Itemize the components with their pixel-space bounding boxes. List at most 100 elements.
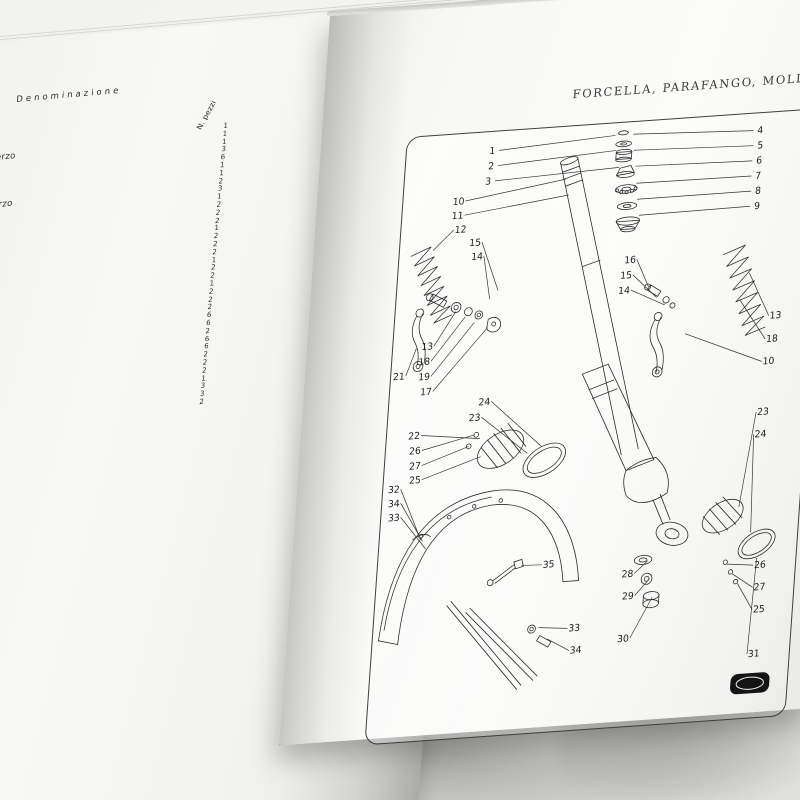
callout-leader-line [636,175,752,184]
callout-number: 27 [409,461,422,473]
callout-number: 24 [754,429,767,441]
callout-leader-line [632,274,657,298]
callout-leader-line [547,638,570,651]
right-page: FORCELLA, PARAFANGO, MOLLEGGIO [278,0,800,746]
callout-leader-line [400,503,423,542]
callout-number: 3 [485,176,492,188]
callout-number: 7 [755,170,762,182]
callout-number: 31 [747,648,760,660]
callout-leader-line [634,560,649,574]
fender-stays [446,601,552,690]
callout-number: 5 [757,140,764,152]
callout-leader-line [739,299,766,340]
parts-list-header: Denominazione [15,85,122,105]
callout-number: 10 [452,196,465,208]
cover-plates-right [701,496,776,585]
callout-number: 34 [388,498,401,510]
callout-leader-line [638,205,751,216]
steering-bearing-stack [615,130,641,233]
cover-plates-left [465,423,566,478]
callout-leader-line [405,348,417,377]
coil-spring-right [723,244,766,336]
callout-number: 4 [757,125,764,137]
callout-number: 22 [408,431,421,443]
callout-number: 9 [754,201,761,213]
callout-leader-line [421,446,469,466]
callout-leader-line [421,456,481,480]
fender-bolt [486,558,524,587]
callout-number: 24 [478,397,491,409]
callout-number: 14 [471,251,484,263]
qty-value: 2 [198,397,205,407]
callout-number: 13 [769,310,782,322]
callout-number: 1 [489,146,496,158]
parts-list: tro sterzoregistro sterzogistro sterzosc… [0,100,184,413]
callout-leader-line [633,130,754,135]
callout-number: 35 [542,559,555,571]
callout-number: 28 [621,569,634,581]
callout-leader-line [421,434,475,451]
callout-number: 33 [568,623,581,635]
callout-leader-line [430,316,466,362]
callout-number: 32 [388,484,401,496]
callout-leader-line [637,190,752,200]
callout-leader-line [433,311,457,347]
callout-number: 12 [454,224,467,236]
callout-leader-line [464,194,569,216]
callout-number: 18 [766,333,779,345]
callout-leader-line [684,333,762,362]
front-fender [378,489,579,645]
callout-leader-line [630,289,665,306]
callout-number: 29 [622,591,635,603]
callout-layer: 1231011121514131819172124232226272532343… [388,125,782,660]
callout-number: 11 [451,210,464,222]
callout-leader-line [483,255,490,300]
callout-leader-line [499,135,616,151]
callout-number: 14 [618,285,631,297]
callout-leader-line [634,578,650,596]
callout-leader-line [400,489,420,536]
callout-leader-line [727,563,754,566]
callout-leader-line [737,583,753,610]
callout-number: 33 [388,513,401,525]
callout-number: 8 [755,186,762,198]
callout-number: 17 [420,387,433,399]
callout-number: 15 [620,270,633,282]
callout-number: 2 [488,161,495,173]
right-link-lever [644,283,676,378]
callout-leader-line [481,416,528,454]
callout-leader-line [749,272,770,316]
qty-column-header: N. pezzi [194,99,218,131]
callout-number: 13 [421,341,434,353]
callout-number: 23 [468,412,481,424]
exploded-diagram: 1231011121514131819172124232226272532343… [378,125,782,695]
lower-small-parts [633,554,660,609]
callout-number: 30 [617,633,630,645]
callout-number: 21 [393,371,406,383]
callout-number: 34 [569,645,582,657]
callout-number: 27 [753,582,766,594]
callout-leader-line [490,401,542,447]
callout-number: 16 [624,255,637,267]
callout-leader-line [420,435,480,439]
callout-leader-line [635,160,753,167]
callout-leader-line [498,150,617,166]
callout-leader-line [732,573,753,588]
page-title: FORCELLA, PARAFANGO, MOLLEGGIO [572,67,800,102]
left-link-lever [411,308,426,372]
callout-number: 10 [762,356,775,368]
callout-leader-line [633,145,754,151]
brand-badge [730,672,770,695]
callout-leader-line [521,564,542,566]
fork-steering-tube [560,156,689,546]
callout-leader-line [738,412,757,507]
callout-leader-line [746,558,757,655]
callout-leader-line [750,434,754,533]
callout-number: 6 [756,155,763,167]
callout-leader-line [430,322,475,377]
callout-leader-line [494,166,620,182]
callout-leader-line [629,597,653,639]
